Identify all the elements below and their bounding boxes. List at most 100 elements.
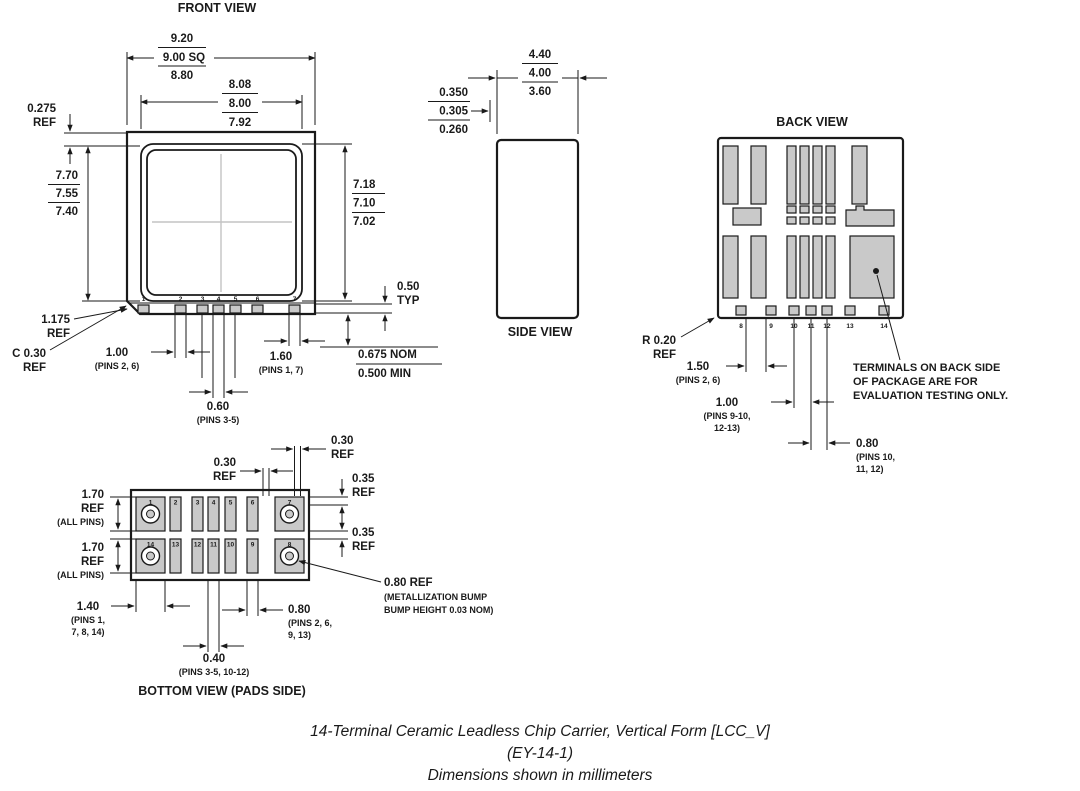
bump-circle-inner [146,551,155,561]
bottom-ref-030-label: REF [331,449,354,461]
bottom-ref-030b-value: 0.30 [214,457,236,469]
front-inner-dim-max: 8.08 [229,79,252,91]
front-view: FRONT VIEW 1 2 3 4 5 6 7 9.20 9.00 SQ 8.… [12,1,442,425]
bottom-pad-13 [169,538,182,574]
bottom-ref-035-label: REF [352,487,375,499]
back-terminal [825,235,836,299]
back-dim-100-pins2: 12-13) [714,423,740,433]
back-dim-100-pins1: (PINS 9-10, [703,411,750,421]
front-ref-c030-label: REF [23,362,46,374]
side-width-nom: 4.00 [529,68,551,80]
back-note-line3: EVALUATION TESTING ONLY. [853,390,1008,402]
bottom-pad-9 [246,538,259,574]
leader-line [876,274,901,361]
bump-circle-inner [285,509,294,519]
bottom-pad-5 [224,496,237,532]
front-inner-dim-nom: 8.00 [229,98,251,110]
back-pin-pad [878,305,890,316]
back-note-line2: OF PACKAGE ARE FOR [853,376,978,388]
front-inner-dim-min: 7.92 [229,117,251,129]
bump-circle-inner [146,509,155,519]
dim-text-bg [218,76,262,130]
dim-text-bg [518,46,562,98]
back-terminal [786,235,797,299]
front-pitch-060-pins: (PINS 3-5) [197,415,240,425]
front-left-dim-nom: 7.55 [56,188,79,200]
side-thick-nom: 0.305 [439,106,468,118]
bottom-pad-number: 6 [251,500,255,507]
bottom-pad-number: 7 [288,500,292,507]
leader-line [298,559,382,583]
back-terminal [799,235,810,299]
bottom-pad-number: 10 [227,542,235,549]
front-pitch-060-value: 0.60 [207,401,229,413]
back-pin-pad [735,305,747,316]
bottom-pad-number: 5 [229,500,233,507]
front-outer-dim-max: 9.20 [171,33,193,45]
bottom-pad-4 [207,496,220,532]
front-pitch-100-pins: (PINS 2, 6) [95,361,140,371]
back-terminal [799,145,810,205]
back-pin-number: 9 [769,323,773,330]
bottom-pad-number: 9 [251,542,255,549]
bottom-dim-080-pins1: (PINS 2, 6, [288,618,332,628]
bottom-ref-170b-pins: (ALL PINS) [57,570,104,580]
bottom-pad-12 [191,538,204,574]
back-pin-number: 13 [846,323,854,330]
front-0675-nom: 0.675 NOM [358,349,417,361]
front-pitch-160-value: 1.60 [270,351,292,363]
bottom-ref-170-pins: (ALL PINS) [57,517,104,527]
back-terminal [786,205,797,214]
bottom-dim-140-pins2: 7, 8, 14) [71,627,104,637]
side-package-outline [495,138,580,320]
front-ref-0275-value: 0.275 [27,103,56,115]
back-terminal [786,145,797,205]
front-ref-1175-label: REF [47,328,70,340]
front-outer-dim-min: 8.80 [171,70,193,82]
front-view-title: FRONT VIEW [178,1,257,15]
back-terminal [851,145,868,205]
back-dim-150-pins: (PINS 2, 6) [676,375,721,385]
back-terminal [825,205,836,214]
side-view-title: SIDE VIEW [508,325,573,339]
bottom-view-title: BOTTOM VIEW (PADS SIDE) [138,684,306,698]
side-width-min: 3.60 [529,86,551,98]
front-pin-2 [174,304,187,314]
back-pin-pad [788,305,800,316]
dim-text-bg [154,30,214,82]
bottom-dim-080-value: 0.80 [288,604,310,616]
front-typ-050-label: TYP [397,295,420,307]
bottom-ref-170b-label: REF [81,556,104,568]
front-pin-3 [196,304,209,314]
back-terminal [812,145,823,205]
bottom-pad-10 [224,538,237,574]
bottom-ref-170-label: REF [81,503,104,515]
front-cavity-rim [140,143,303,302]
front-right-dim-min: 7.02 [353,216,375,228]
back-terminal [812,216,823,225]
side-thick-min: 0.260 [439,124,468,136]
front-left-dim-max: 7.70 [56,170,78,182]
front-cavity-inner [146,149,297,296]
front-pitch-100-value: 1.00 [106,347,128,359]
back-ref-r020-value: R 0.20 [642,335,676,347]
back-pin-pad [821,305,833,316]
side-thick-max: 0.350 [439,87,468,99]
bottom-ref-035b-value: 0.35 [352,527,375,539]
front-pin-4 [212,304,225,314]
bottom-pad-2 [169,496,182,532]
back-ref-r020-label: REF [653,349,676,361]
front-pin-number: 6 [256,296,260,303]
bottom-pad-number: 1 [149,500,153,507]
front-ref-0275-label: REF [33,117,56,129]
front-pin-number: 1 [142,296,146,303]
bottom-dim-040-value: 0.40 [203,653,225,665]
front-pin-number: 7 [293,296,297,303]
back-terminal-large [849,235,895,299]
front-right-dim-max: 7.18 [353,179,376,191]
side-view: SIDE VIEW 4.40 4.00 3.60 0.350 0.305 0.2… [428,46,607,339]
back-terminal [750,145,767,205]
back-dim-150-value: 1.50 [687,361,709,373]
bottom-ref-035-value: 0.35 [352,473,375,485]
back-terminal [722,235,739,299]
